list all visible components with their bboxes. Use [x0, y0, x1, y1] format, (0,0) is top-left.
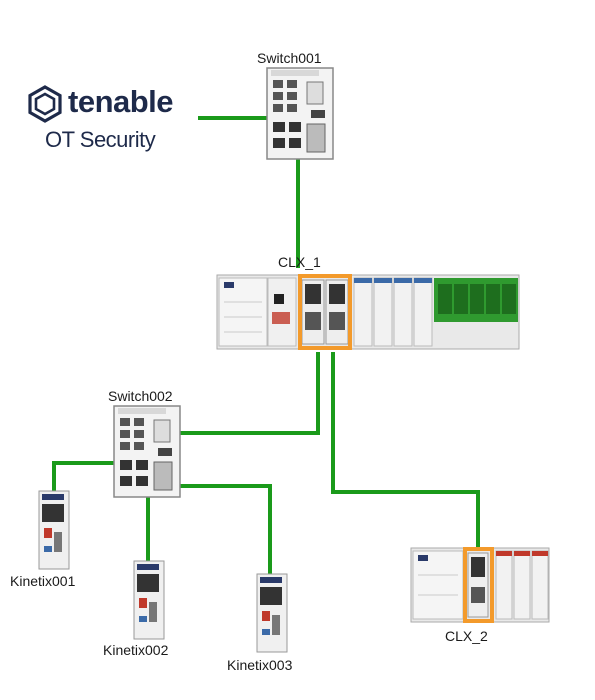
clx1-label: CLX_1 [278, 254, 321, 270]
link-switch002-kinetix001 [52, 461, 122, 492]
switch002-label: Switch002 [108, 388, 173, 404]
kinetix003-label: Kinetix003 [227, 657, 293, 673]
link-clx1-clx2 [331, 352, 480, 548]
controllogix-chassis-icon[interactable] [216, 272, 521, 352]
logo-product: OT Security [45, 127, 156, 152]
controllogix-chassis-icon[interactable] [410, 545, 550, 625]
kinetix-drive-icon[interactable] [133, 560, 165, 640]
link-switch002-kinetix003 [180, 484, 272, 575]
network-switch-icon[interactable] [112, 404, 182, 499]
clx2-label: CLX_2 [445, 628, 488, 644]
link-clx1-switch002 [180, 352, 320, 435]
kinetix-drive-icon[interactable] [38, 490, 70, 570]
network-switch-icon[interactable] [265, 66, 335, 161]
tenable-logo [25, 80, 205, 160]
kinetix001-label: Kinetix001 [10, 573, 76, 589]
switch001-label: Switch001 [257, 50, 322, 66]
kinetix-drive-icon[interactable] [256, 573, 288, 653]
logo-brand: tenable [68, 84, 174, 119]
tenable-hex-icon [28, 85, 62, 123]
kinetix002-label: Kinetix002 [103, 642, 169, 658]
